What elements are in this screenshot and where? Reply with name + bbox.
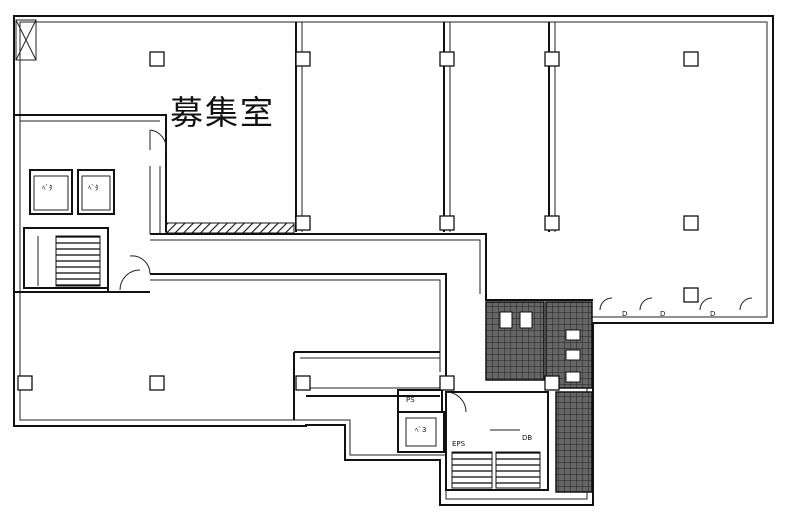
door-label-1: D bbox=[622, 310, 627, 318]
window-doors bbox=[599, 297, 753, 311]
lower-office bbox=[293, 351, 440, 420]
column bbox=[683, 287, 699, 303]
office-partitions bbox=[295, 22, 556, 232]
column bbox=[17, 375, 33, 391]
vacancy-room-label: 募集室 bbox=[170, 93, 275, 132]
door-label-2: D bbox=[660, 310, 665, 318]
door-label-3: D bbox=[710, 310, 715, 318]
column bbox=[544, 215, 560, 231]
annotations: ﾍﾞﾀ ﾍﾞﾀ ﾍﾞ3 EPS DB PS D D D bbox=[42, 184, 715, 448]
outer-wall bbox=[13, 15, 774, 506]
elevator-label-2: ﾍﾞﾀ bbox=[88, 184, 99, 192]
column bbox=[439, 375, 455, 391]
column bbox=[439, 51, 455, 67]
column bbox=[683, 215, 699, 231]
db-label: DB bbox=[522, 434, 532, 442]
toilet-area bbox=[485, 301, 593, 493]
ps-label: PS bbox=[406, 396, 415, 404]
column bbox=[149, 51, 165, 67]
elevator-label-1: ﾍﾞﾀ bbox=[42, 184, 53, 192]
column bbox=[295, 51, 311, 67]
column bbox=[544, 375, 560, 391]
eps-label: EPS bbox=[452, 440, 466, 448]
column bbox=[683, 51, 699, 67]
core bbox=[14, 114, 167, 293]
elevator-car-label: ﾍﾞ3 bbox=[415, 426, 426, 434]
column bbox=[295, 375, 311, 391]
lower-core bbox=[397, 389, 549, 491]
column bbox=[544, 51, 560, 67]
duct-shaft bbox=[15, 19, 37, 61]
column bbox=[439, 215, 455, 231]
structural-columns bbox=[17, 51, 699, 391]
column bbox=[295, 215, 311, 231]
column bbox=[149, 375, 165, 391]
